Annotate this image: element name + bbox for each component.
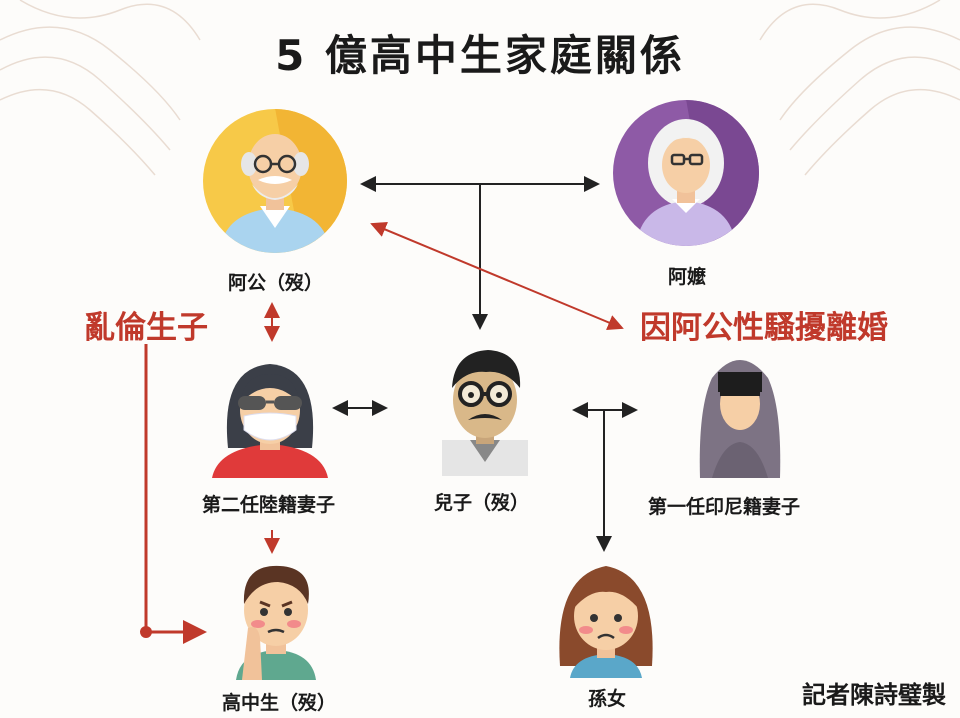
- diagram-title: 5 億高中生家庭關係: [275, 31, 685, 80]
- harassment-line: [370, 221, 624, 331]
- incest-bracket-line: [144, 344, 207, 644]
- son-avatar: [442, 350, 528, 476]
- first-wife-avatar: [699, 360, 781, 478]
- incest-bracket-dot: [140, 626, 152, 638]
- second-wife-avatar: [212, 364, 328, 478]
- grandmother-avatar: [613, 100, 759, 246]
- grandfather-avatar: [203, 109, 347, 253]
- second-wife-label: 第二任陸籍妻子: [202, 494, 336, 516]
- incest-annotation: 亂倫生子: [84, 310, 208, 346]
- grandmother-label: 阿嬤: [668, 266, 707, 288]
- granddaughter-label: 孫女: [588, 688, 627, 710]
- granddaughter-avatar: [559, 566, 653, 678]
- author-credit: 記者陳詩璧製: [802, 681, 946, 709]
- first-wife-label: 第一任印尼籍妻子: [648, 496, 801, 518]
- grandfather-label: 阿公（歿）: [228, 272, 324, 294]
- student-label: 高中生（歿）: [222, 692, 337, 714]
- student-avatar: [236, 565, 316, 680]
- son-label: 兒子（歿）: [434, 492, 530, 514]
- divorce-annotation: 因阿公性騷擾離婚: [640, 310, 888, 346]
